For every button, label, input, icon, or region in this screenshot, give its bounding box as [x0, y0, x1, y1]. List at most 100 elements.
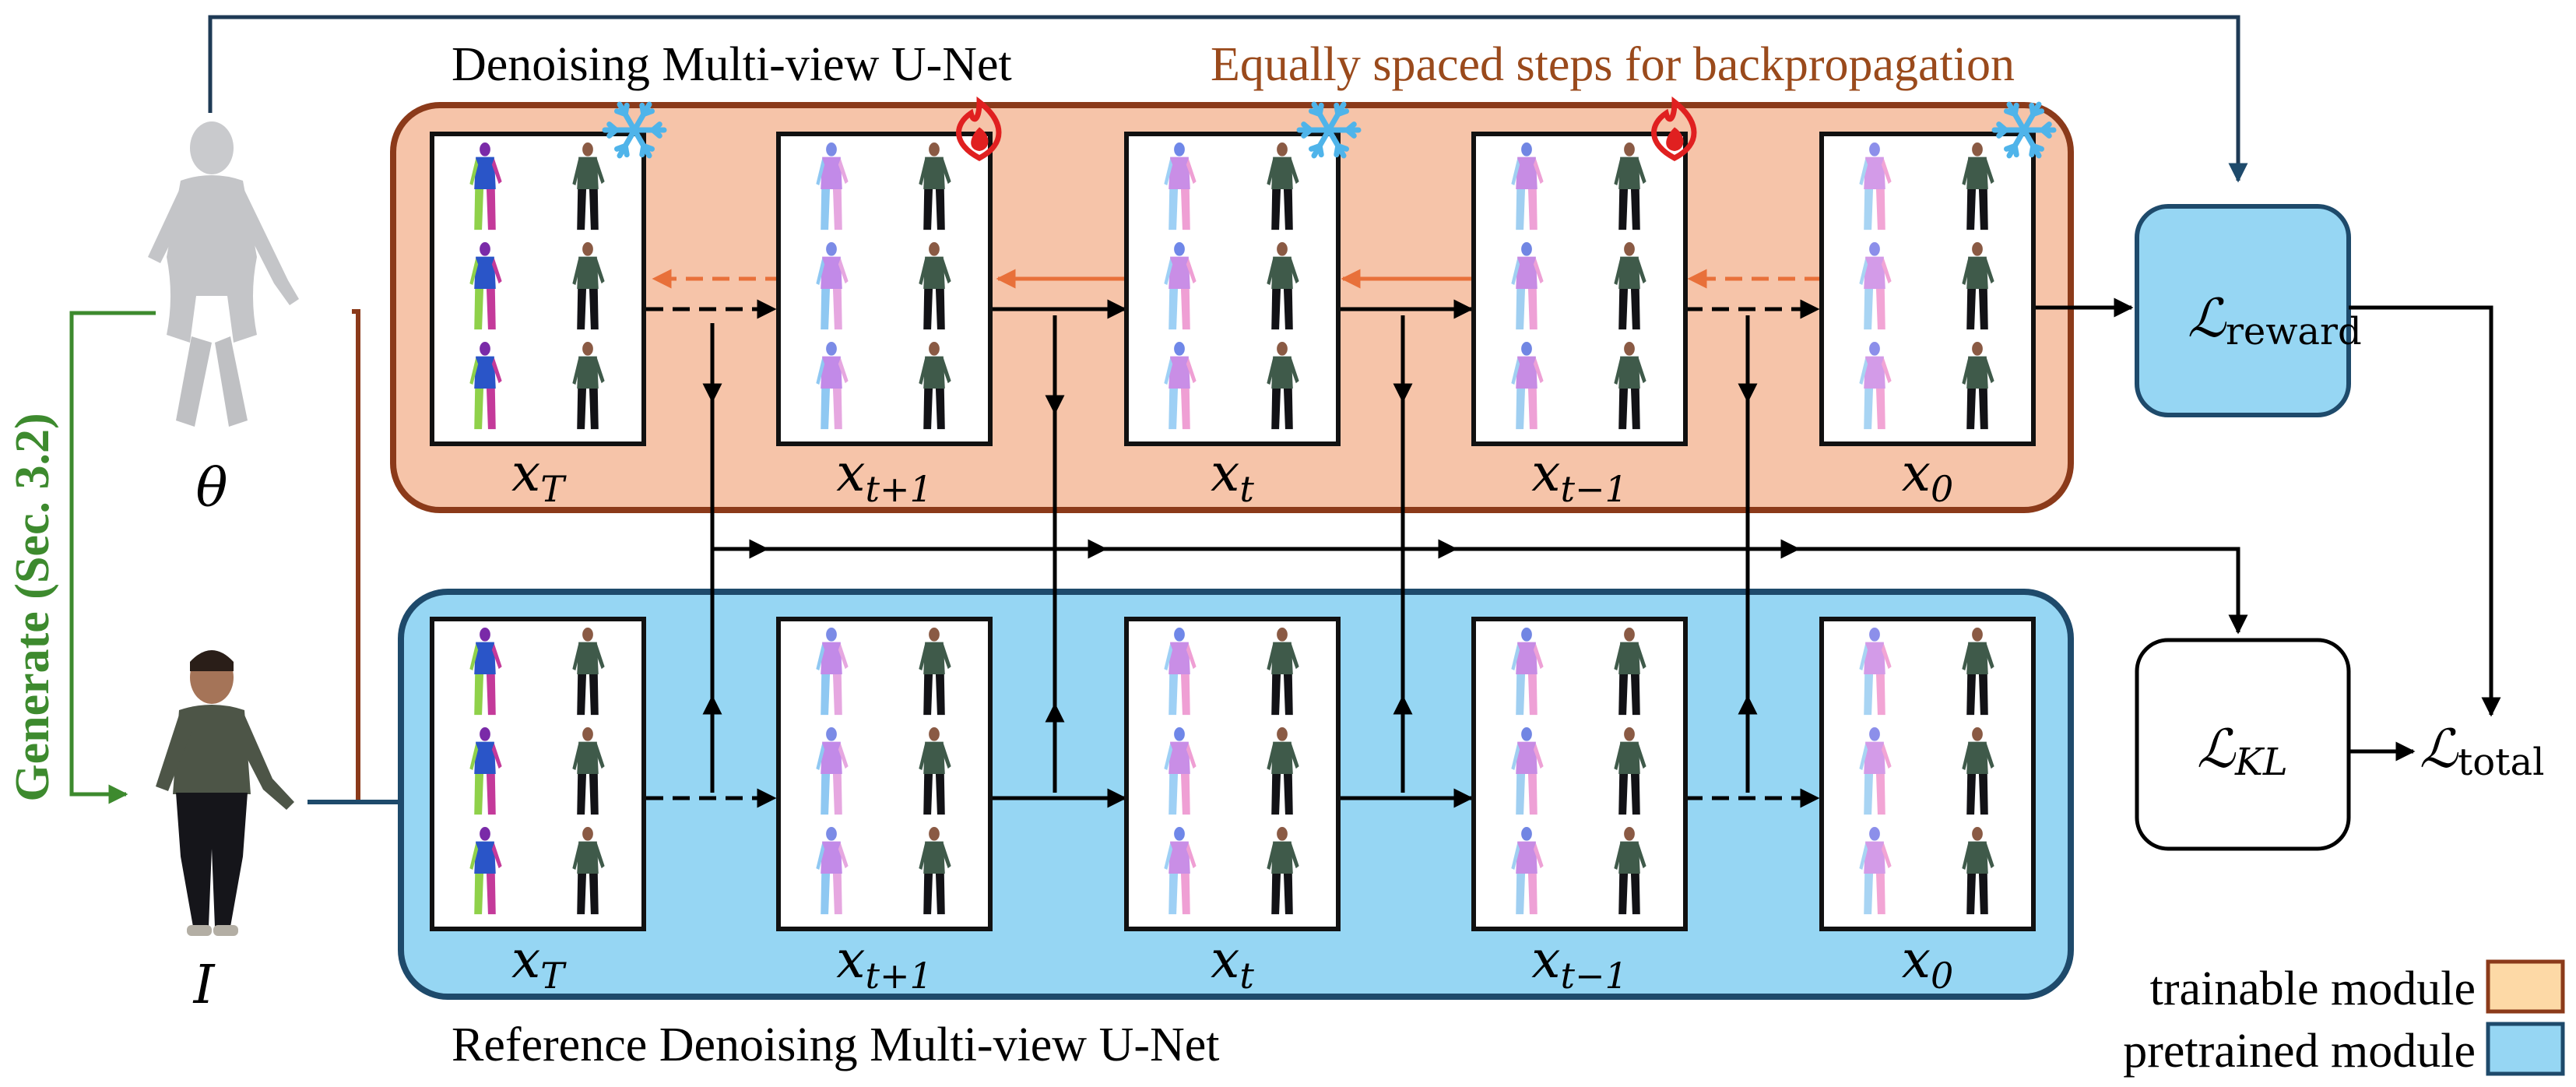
rgb-figure — [919, 142, 951, 230]
rgb-figure — [572, 341, 605, 430]
bottom-step-panel: xt−1 — [1471, 617, 1688, 997]
top-step-label: xt+1 — [836, 443, 933, 510]
top-step-label: xT — [511, 443, 567, 510]
kl-loss-box — [2135, 638, 2351, 851]
normal-map-figure — [469, 726, 502, 815]
top-step-panel: xt — [1124, 101, 1362, 510]
rgb-figure — [919, 826, 951, 915]
rgb-figure — [1614, 826, 1646, 915]
step-panel-frame — [776, 617, 993, 931]
normal-map-figure — [1511, 142, 1544, 230]
rgb-figure — [919, 726, 951, 815]
rgb-figure — [1962, 826, 1994, 915]
normal-map-figure — [469, 241, 502, 330]
rgb-figure — [1962, 241, 1994, 330]
legend-trainable-swatch — [2486, 959, 2565, 1014]
pose-to-reward-connector — [208, 15, 2248, 183]
normal-map-figure — [816, 142, 849, 230]
normal-map-figure — [1511, 241, 1544, 330]
bottom-step-panel: x0 — [1819, 617, 2036, 997]
rgb-figure — [1267, 241, 1299, 330]
rgb-figure — [1267, 826, 1299, 915]
normal-map-figure — [1859, 627, 1892, 716]
normal-map-figure — [1859, 341, 1892, 430]
pose-symbol: θ — [196, 458, 228, 519]
top-unet-title: Denoising Multi-view U-Net — [452, 38, 1012, 91]
rgb-figure — [572, 627, 605, 716]
top-step-panel: xt−1 — [1471, 96, 1697, 510]
normal-map-figure — [816, 726, 849, 815]
snowflake-icon — [1991, 101, 2057, 159]
normal-map-figure — [1164, 341, 1197, 430]
normal-map-figure — [816, 241, 849, 330]
kl-bus-line — [712, 547, 2248, 635]
normal-map-figure — [1164, 627, 1197, 716]
bottom-unet-title: Reference Denoising Multi-view U-Net — [452, 1018, 1220, 1071]
rgb-figure — [1614, 241, 1646, 330]
kl-loss-symbol: ℒKL — [2197, 719, 2288, 784]
bottom-step-panel: xt — [1124, 617, 1341, 997]
rgb-figure — [1614, 726, 1646, 815]
top-step-label: x0 — [1902, 443, 1954, 510]
rgb-figure — [1267, 341, 1299, 430]
normal-map-figure — [1164, 826, 1197, 915]
step-panel-frame — [1471, 617, 1688, 931]
reward-loss-symbol: ℒreward — [2188, 288, 2362, 354]
legend-pretrained-swatch — [2486, 1022, 2565, 1076]
step-panel-frame — [1819, 132, 2036, 446]
rgb-figure — [572, 826, 605, 915]
rgb-figure — [1962, 341, 1994, 430]
step-panel-frame — [430, 617, 646, 931]
normal-map-figure — [816, 341, 849, 430]
normal-map-figure — [1511, 627, 1544, 716]
flame-icon — [956, 96, 1002, 161]
bottom-step-label: xt+1 — [836, 930, 933, 997]
normal-map-figure — [1859, 726, 1892, 815]
snowflake-icon — [1296, 101, 1362, 159]
rgb-figure — [1962, 142, 1994, 230]
step-panel-frame — [430, 132, 646, 446]
bottom-step-label: xt — [1211, 930, 1254, 997]
normal-map-figure — [1164, 142, 1197, 230]
rgb-figure — [1614, 341, 1646, 430]
bottom-step-label: xT — [511, 930, 567, 997]
normal-map-figure — [1511, 826, 1544, 915]
backprop-note: Equally spaced steps for backpropagation — [1211, 38, 2015, 91]
rgb-figure — [1614, 627, 1646, 716]
top-step-panel: xT — [430, 101, 667, 510]
top-step-panel: xt+1 — [776, 96, 1002, 510]
rgb-figure — [1962, 726, 1994, 815]
bottom-step-panel: xT — [430, 617, 646, 997]
bottom-step-label: x0 — [1902, 930, 1954, 997]
generate-arrow — [69, 311, 156, 804]
top-step-label: xt — [1211, 443, 1254, 510]
reference-person-image — [156, 650, 294, 936]
step-panel-frame — [1819, 617, 2036, 931]
step-panel-frame — [776, 132, 993, 446]
rgb-figure — [919, 341, 951, 430]
step-panel-frame — [1124, 132, 1341, 446]
reward-to-total-arrow — [2349, 305, 2501, 717]
total-loss-symbol: ℒtotal — [2420, 719, 2544, 784]
top-step-panels: xT xt+1 xt xt−1 x0 — [430, 96, 2057, 510]
legend-trainable-label: trainable module — [2150, 962, 2476, 1015]
normal-map-figure — [1511, 341, 1544, 430]
input-to-top-unet-connector — [308, 309, 360, 804]
normal-map-figure — [469, 826, 502, 915]
bottom-step-label: xt−1 — [1531, 930, 1628, 997]
bottom-step-panels: xT xt+1 xt xt−1 x0 — [430, 617, 2036, 997]
image-symbol: I — [192, 955, 216, 1016]
normal-map-figure — [1511, 726, 1544, 815]
top-step-label: xt−1 — [1531, 443, 1628, 510]
rgb-figure — [919, 241, 951, 330]
rgb-figure — [1962, 627, 1994, 716]
rgb-figure — [1267, 142, 1299, 230]
bottom-step-panel: xt+1 — [776, 617, 993, 997]
pose-mannequin — [148, 121, 299, 427]
snowflake-icon — [602, 101, 667, 159]
normal-map-figure — [1859, 826, 1892, 915]
rgb-figure — [572, 142, 605, 230]
step-panel-frame — [1124, 617, 1341, 931]
flame-icon — [1651, 96, 1697, 161]
